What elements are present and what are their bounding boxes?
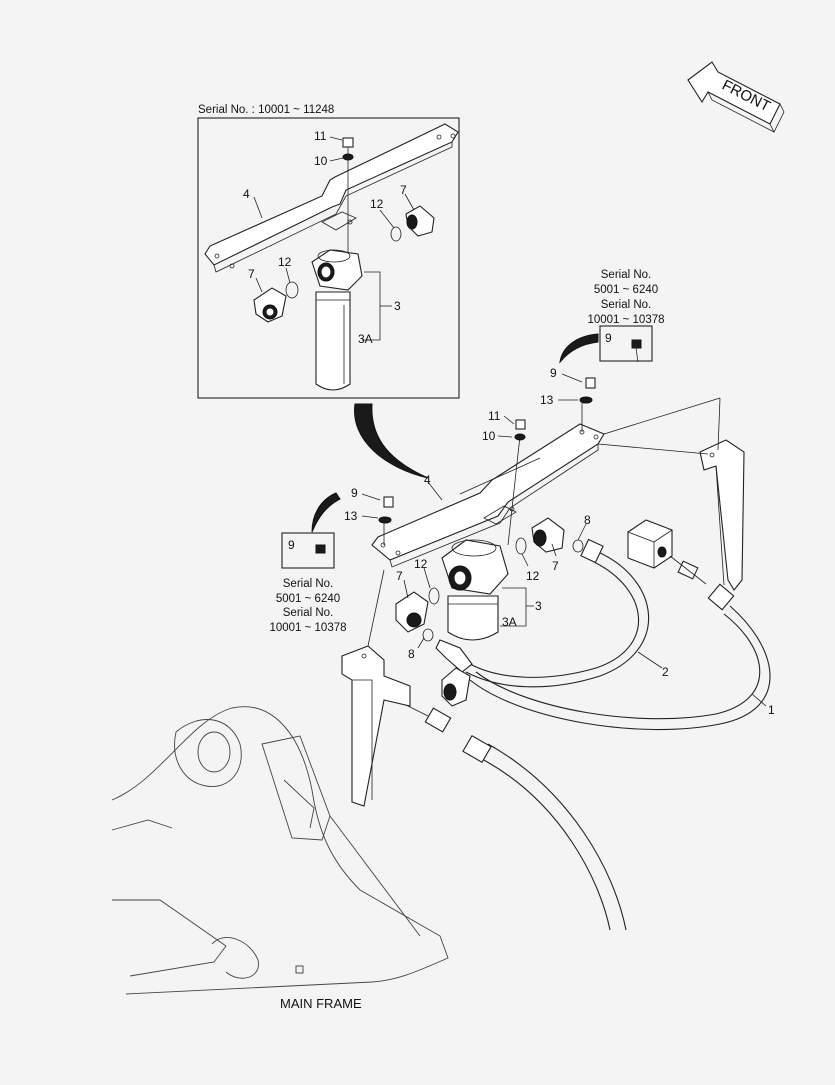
callout-label: Serial No.: [601, 269, 652, 281]
hose-2: [465, 551, 650, 688]
hose-1: [469, 605, 771, 731]
right-block: [627, 519, 673, 569]
inset-pointer: [354, 403, 429, 479]
main-filter-bowl: [447, 595, 499, 641]
callout-label: 3A: [502, 615, 517, 629]
main-callout-labels: 9 13 11 10 4 9 13 8 7 12 12 7 3 3A 8 2 1: [344, 366, 775, 717]
callout-label: 12: [526, 569, 540, 583]
callout-label: 4: [424, 473, 431, 487]
callout-label: 3: [394, 299, 401, 313]
inset-title: Serial No. : 10001 ~ 11248: [198, 104, 334, 116]
callout-label: 3: [535, 599, 542, 613]
callout-label: 10001 ~ 10378: [269, 622, 346, 634]
callout-label: 11: [314, 129, 327, 143]
main-frame: [111, 706, 449, 995]
callout-label: Serial No.: [283, 578, 334, 590]
main-frame-label: MAIN FRAME: [280, 996, 362, 1011]
callout-label: 9: [351, 486, 358, 500]
main-bracket: [371, 423, 605, 561]
callout-label: Serial No.: [283, 607, 334, 619]
left-mount-plate: [341, 645, 411, 807]
callout-label: 12: [370, 197, 384, 211]
serial-note-left: 9 Serial No. 5001 ~ 6240 Serial No. 1000…: [269, 492, 347, 634]
right-mount-plate: [699, 439, 745, 591]
front-arrow: FRONT: [687, 61, 785, 133]
callout-label: 9: [288, 538, 295, 552]
callout-label: 7: [552, 559, 559, 573]
main-leaders: [361, 373, 767, 707]
inset-bracket: [204, 123, 459, 266]
main-assembly: [111, 377, 771, 995]
callout-label: Serial No.: [601, 299, 652, 311]
callout-label: 5001 ~ 6240: [594, 284, 658, 296]
inset-filter-bowl: [315, 291, 351, 391]
callout-label: 8: [408, 647, 415, 661]
callout-label: 7: [396, 569, 403, 583]
callout-label: 13: [344, 509, 358, 523]
callout-label: 10: [482, 429, 496, 443]
callout-label: 11: [488, 409, 501, 423]
callout-label: 10001 ~ 10378: [587, 314, 664, 326]
callout-label: 8: [584, 513, 591, 527]
callout-label: 7: [400, 183, 407, 197]
callout-label: 5001 ~ 6240: [276, 593, 340, 605]
callout-label: 2: [662, 665, 669, 679]
callout-label: 13: [540, 393, 554, 407]
callout-label: 3A: [358, 332, 373, 346]
serial-note-right: Serial No. 5001 ~ 6240 Serial No. 10001 …: [559, 269, 665, 364]
callout-label: 1: [768, 703, 775, 717]
callout-label: 4: [243, 187, 250, 201]
callout-label: 12: [414, 557, 428, 571]
callout-label: 7: [248, 267, 255, 281]
callout-label: 12: [278, 255, 292, 269]
inset-view: Serial No. : 10001 ~ 11248: [197, 104, 460, 399]
callout-label: 10: [314, 154, 328, 168]
callout-label: 9: [550, 366, 557, 380]
callout-label: 9: [605, 331, 612, 345]
